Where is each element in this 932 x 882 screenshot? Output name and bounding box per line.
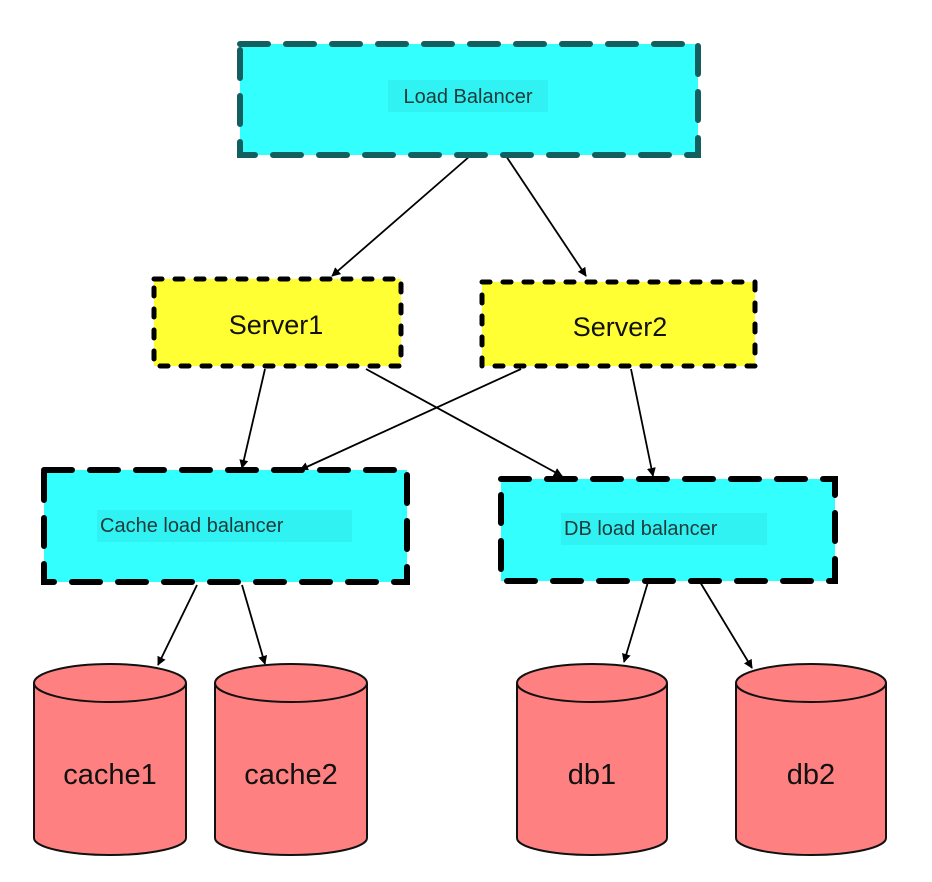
db2-label: db2 <box>787 759 835 791</box>
cache2-cylinder-body <box>214 683 368 856</box>
db-load-balancer-label-bg <box>561 513 767 545</box>
server2-label: Server2 <box>573 312 668 342</box>
server1-label: Server1 <box>229 310 324 340</box>
edge-cache-lb-to-cache2 <box>241 584 268 665</box>
edge-db-lb-to-db1 <box>622 581 649 663</box>
node-cache-load-balancer[interactable]: Cache load balancer <box>41 467 410 585</box>
server2-box <box>479 279 758 369</box>
edge-db-lb-to-db2 <box>699 581 753 669</box>
db1-label: db1 <box>568 759 616 791</box>
edge-server1-to-cache-lb <box>239 368 266 469</box>
edge-load-balancer-to-server1 <box>331 155 471 277</box>
db2-cylinder-body <box>735 683 887 856</box>
node-cache2[interactable]: cache2 <box>214 663 368 856</box>
edge-load-balancer-to-server2 <box>505 155 587 277</box>
node-load-balancer[interactable]: Load Balancer <box>237 41 701 158</box>
cache2-label: cache2 <box>244 759 338 791</box>
db1-cylinder-body <box>516 683 668 856</box>
cache1-cylinder-body <box>33 683 187 856</box>
cache-load-balancer-label: Cache load balancer <box>100 515 284 537</box>
node-db2[interactable]: db2 <box>735 663 887 856</box>
node-cache1[interactable]: cache1 <box>33 663 187 856</box>
db2-cylinder-top <box>735 663 887 703</box>
node-server1[interactable]: Server1 <box>151 276 404 369</box>
db1-cylinder-top <box>516 663 668 703</box>
cache-load-balancer-label-bg <box>97 510 352 542</box>
edge-server2-to-db-lb <box>630 368 656 477</box>
node-db-load-balancer[interactable]: DB load balancer <box>498 476 838 584</box>
load-balancer-label-bg <box>388 80 548 112</box>
db-load-balancer-label: DB load balancer <box>564 518 718 540</box>
edges <box>157 155 753 669</box>
edge-server2-to-cache-lb <box>299 368 522 471</box>
cache1-label: cache1 <box>63 759 157 791</box>
edge-cache-lb-to-cache1 <box>157 584 198 666</box>
edge-server1-to-db-lb <box>365 368 563 477</box>
server1-box <box>151 276 404 369</box>
cache2-cylinder-top <box>214 663 368 703</box>
node-db1[interactable]: db1 <box>516 663 668 856</box>
cache1-cylinder-top <box>33 663 187 703</box>
node-server2[interactable]: Server2 <box>479 279 758 369</box>
load-balancer-label: Load Balancer <box>404 86 533 108</box>
